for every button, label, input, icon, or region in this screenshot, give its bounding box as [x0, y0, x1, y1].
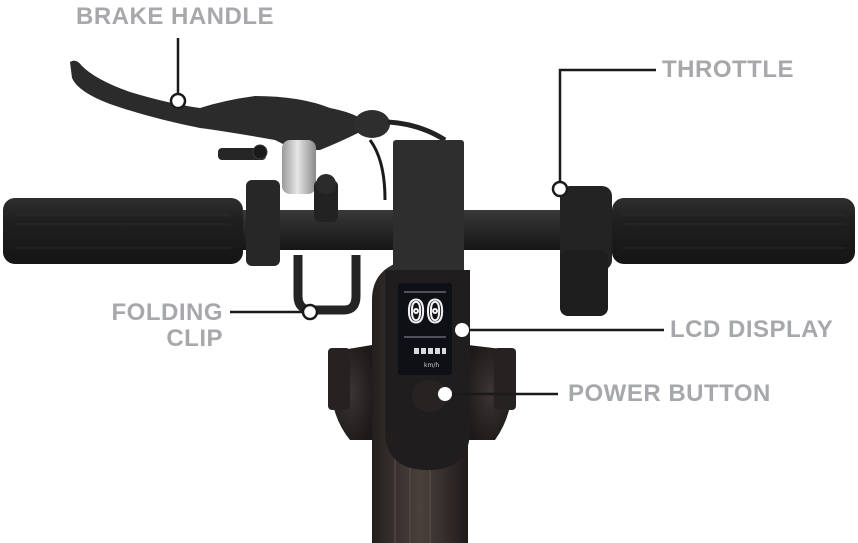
label-brake-handle: BRAKE HANDLE [76, 3, 274, 30]
power-marker-icon [438, 387, 452, 401]
bell [282, 140, 316, 194]
label-folding-clip-line1: FOLDING [111, 299, 223, 326]
lcd-speed-digits: 00 [406, 295, 446, 330]
lcd-unit-text: km/h [424, 362, 440, 369]
label-folding-clip-line2: CLIP [166, 325, 223, 352]
power-button-shape [412, 380, 448, 412]
leader-lines [176, 38, 664, 396]
brake-lever [70, 60, 447, 201]
callout-markers [169, 92, 569, 321]
label-lcd-display: LCD DISPLAY [670, 316, 834, 343]
callout-markers-filled [438, 323, 469, 401]
right-grip [612, 198, 855, 264]
label-power-button: POWER BUTTON [568, 380, 771, 407]
lcd-marker-icon [455, 323, 469, 337]
lcd-screen [398, 283, 452, 375]
left-grip [3, 198, 243, 264]
throttle-unit [560, 186, 612, 316]
brake-clamp [218, 144, 280, 266]
label-throttle: THROTTLE [662, 56, 794, 83]
folding-clip [293, 174, 361, 315]
throttle-marker-icon [551, 180, 569, 198]
battery-bars [414, 348, 446, 354]
brake-marker-icon [169, 92, 187, 110]
folding-clip-marker-icon [301, 303, 319, 321]
